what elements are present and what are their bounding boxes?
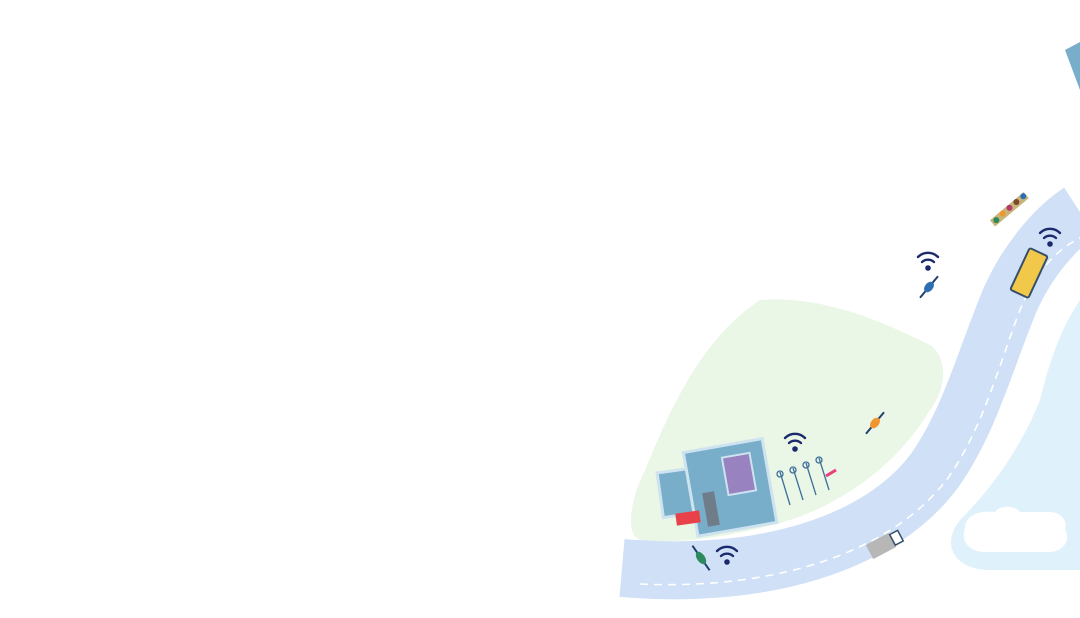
cyclist-icon	[865, 411, 885, 435]
cyclist-icon	[919, 275, 939, 299]
distant-building	[1065, 42, 1080, 90]
building-icon	[655, 436, 779, 539]
wifi-icon	[916, 251, 940, 271]
wifi-icon	[783, 432, 807, 452]
water-area	[951, 300, 1080, 570]
people-bench-icon	[989, 192, 1029, 227]
truck-icon	[865, 529, 905, 560]
wifi-icon	[1038, 227, 1062, 247]
cloud-shape	[963, 506, 1068, 552]
wifi-icon	[715, 545, 739, 565]
road-centerline	[639, 237, 1080, 586]
cyclist-icon	[691, 545, 711, 571]
bike-rack-icon	[776, 456, 837, 506]
bus-icon	[1009, 247, 1049, 299]
